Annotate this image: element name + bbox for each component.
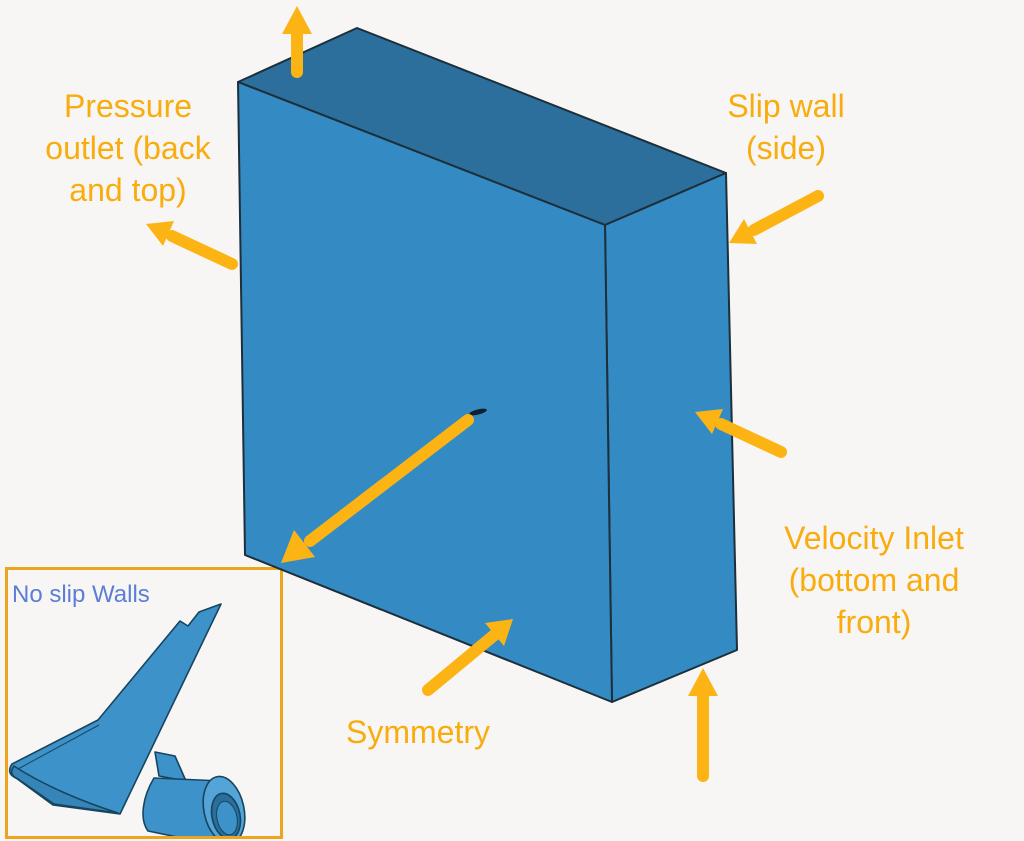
velocity-inlet-label: Velocity Inlet (bottom and front) [784,520,964,640]
model-zoom-arrow [281,414,474,563]
velocity-inlet-front-arrow [695,409,787,458]
wing-root-airfoil [10,765,119,814]
pressure-outlet-label: Pressure outlet (back and top) [45,88,211,208]
symmetry-arrow [422,619,513,696]
velocity-inlet-bottom-arrow [688,668,718,782]
wing-nacelle-illustration [8,603,246,836]
symmetry-label: Symmetry [346,714,490,750]
box-side-face [604,172,738,703]
outlet-top-arrow [282,6,312,78]
no-slip-walls-inset [5,567,283,839]
slip-wall-arrow [729,190,824,244]
nacelle-intake [216,800,238,836]
wing-crease-line [17,724,100,770]
slip-wall-label: Slip wall (side) [727,88,845,166]
no-slip-walls-label: No slip Walls [12,581,150,608]
aircraft-geometry-speck [469,408,487,416]
box-front-face [237,81,613,703]
pressure-outlet-arrow [146,221,238,270]
